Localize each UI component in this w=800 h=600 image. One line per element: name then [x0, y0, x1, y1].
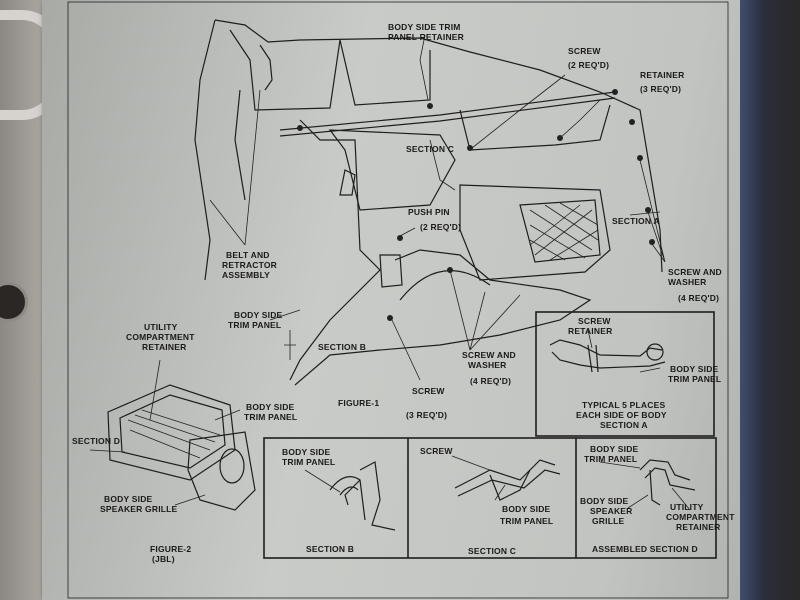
label-screw-bottom-2: (3 REQ'D) [406, 410, 447, 420]
label-trim-panel-left-2: TRIM PANEL [228, 320, 281, 330]
label-secd-trim-1: BODY SIDE [590, 444, 639, 454]
section-c-caption: SECTION C [468, 546, 516, 556]
label-trim-panel-left-1: BODY SIDE [234, 310, 283, 320]
section-d-caption: ASSEMBLED SECTION D [592, 544, 698, 554]
label-screw-washer-right-3: (4 REQ'D) [678, 293, 719, 303]
label-secd-utility-1: UTILITY [670, 502, 704, 512]
label-fig2-utility-2: COMPARTMENT [126, 332, 195, 342]
svg-text:RETAINER(3 REQ'D): RETAINER (3 REQ'D) [640, 70, 684, 94]
punch-hole [0, 282, 28, 322]
label-fig2-utility-3: RETAINER [142, 342, 186, 352]
label-screw-top-1: SCREW [568, 46, 601, 56]
label-push-pin-1: PUSH PIN [408, 207, 450, 217]
label-section-d: SECTION D [72, 436, 120, 446]
label-secd-speaker-1: BODY SIDE [580, 496, 629, 506]
label-typ-retainer: RETAINER [568, 326, 612, 336]
page-frame [67, 1, 729, 599]
typical-caption-2: EACH SIDE OF BODY [576, 410, 667, 420]
label-fig2-trim-2: TRIM PANEL [244, 412, 297, 422]
label-secd-utility-2: COMPARTMENT [666, 512, 735, 522]
label-screw-bottom-1: SCREW [412, 386, 445, 396]
label-screw-washer-center-1: SCREW AND [462, 350, 516, 360]
label-secd-speaker-3: GRILLE [592, 516, 624, 526]
section-c-box: SCREW BODY SIDE TRIM PANEL SECTION C [420, 446, 561, 556]
label-trim-panel-retainer-2: PANEL RETAINER [388, 32, 464, 42]
section-b-caption: SECTION B [306, 544, 354, 554]
label-secb-trim-1: BODY SIDE [282, 447, 331, 457]
label-section-b: SECTION B [318, 342, 366, 352]
label-secc-trim-1: BODY SIDE [502, 504, 551, 514]
label-screw-washer-center-2: WASHER [468, 360, 507, 370]
page-edge [740, 0, 800, 600]
label-trim-panel-retainer-1: BODY SIDE TRIM [388, 22, 461, 32]
figure2-subtitle: (JBL) [152, 554, 175, 564]
label-fig2-speaker-1: BODY SIDE [104, 494, 153, 504]
section-boxes-frame [263, 437, 717, 559]
label-retainer-2: (3 REQ'D) [640, 84, 681, 94]
figure2-title: FIGURE-2 [150, 544, 191, 554]
svg-text:FIGURE-2(JBL): FIGURE-2(JBL) [150, 544, 191, 564]
label-belt-3: ASSEMBLY [222, 270, 270, 280]
typical-caption-1: TYPICAL 5 PLACES [582, 400, 665, 410]
label-section-c: SECTION C [406, 144, 454, 154]
figure1-vehicle-drawing [194, 19, 666, 386]
label-screw-washer-right-2: WASHER [668, 277, 707, 287]
label-fig2-utility-1: UTILITY [144, 322, 178, 332]
label-screw-top-2: (2 REQ'D) [568, 60, 609, 70]
label-secd-trim-2: TRIM PANEL [584, 454, 637, 464]
label-typ-screw: SCREW [578, 316, 611, 326]
svg-text:SCREW(3 REQ'D): SCREW (3 REQ'D) [406, 386, 447, 420]
label-belt-2: RETRACTOR [222, 260, 277, 270]
label-screw-washer-center-3: (4 REQ'D) [470, 376, 511, 386]
label-screw-washer-right-1: SCREW AND [668, 267, 722, 277]
label-push-pin-2: (2 REQ'D) [420, 222, 461, 232]
label-typ-trim-1: BODY SIDE [670, 364, 719, 374]
label-secb-trim-2: TRIM PANEL [282, 457, 335, 467]
label-secc-screw: SCREW [420, 446, 453, 456]
label-fig2-trim-1: BODY SIDE [246, 402, 295, 412]
label-fig2-speaker-2: SPEAKER GRILLE [100, 504, 178, 514]
figure2-drawing [89, 359, 256, 511]
typical-caption-3: SECTION A [600, 420, 648, 430]
label-section-a: SECTION A [612, 216, 660, 226]
label-secc-trim-2: TRIM PANEL [500, 516, 553, 526]
label-belt-1: BELT AND [226, 250, 270, 260]
svg-text:SCREW(2 REQ'D): SCREW (2 REQ'D) [568, 46, 609, 70]
label-secd-speaker-2: SPEAKER [590, 506, 633, 516]
manual-page [42, 0, 762, 600]
leader-lines [209, 34, 666, 381]
svg-text:PUSH PIN(2 REQ'D): PUSH PIN (2 REQ'D) [408, 207, 461, 232]
figure1-title: FIGURE-1 [338, 398, 379, 408]
label-retainer-1: RETAINER [640, 70, 684, 80]
label-secd-utility-3: RETAINER [676, 522, 720, 532]
label-typ-trim-2: TRIM PANEL [668, 374, 721, 384]
